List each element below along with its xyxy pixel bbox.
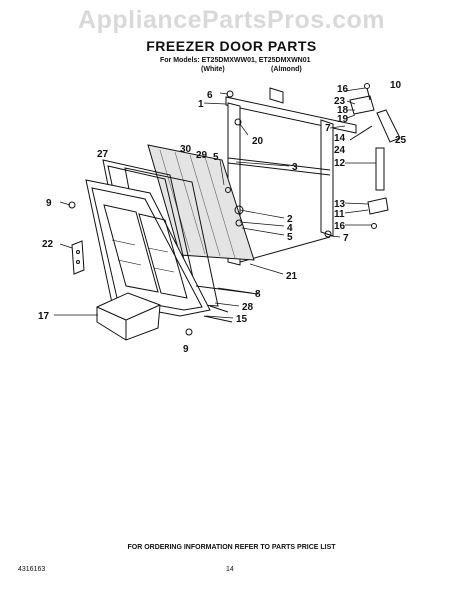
hinge-block [349,95,375,115]
callout-label: 9 [46,198,52,209]
callout-labels: 1 2 3 4 5 5 6 7 7 8 9 9 10 11 12 13 14 1… [38,80,407,355]
callout-label: 20 [252,136,264,147]
callout-label: 3 [292,162,298,173]
callout-label: 24 [334,145,346,156]
callout-label: 7 [325,123,331,134]
models-line: For Models: ET25DMXWW01, ET25DMXWN01 [160,57,311,64]
color-label-white: (White) [201,66,225,73]
callout-label: 16 [337,84,349,95]
callout-label: 27 [97,149,109,160]
callout-label: 15 [236,314,248,325]
page-number: 14 [226,566,234,573]
plug-button [234,118,242,126]
door-stop [71,240,85,275]
callout-label: 7 [343,233,349,244]
callout-label: 6 [207,90,213,101]
callout-label: 17 [38,311,50,322]
callout-label: 12 [334,158,346,169]
callout-label: 2 [287,214,293,225]
handle-end-cap [376,109,401,143]
callout-label: 9 [183,344,189,355]
callout-label: 16 [334,221,346,232]
door-handle-rail [320,119,334,237]
callout-label: 11 [334,209,345,220]
callout-label: 30 [180,144,192,155]
callout-label: 28 [242,302,254,313]
watermark: AppliancePartsPros.com [78,6,385,34]
callout-label: 5 [213,152,219,163]
callout-label: 1 [198,99,204,110]
screw-bottom [185,328,193,336]
door-handle [375,147,385,191]
callout-label: 22 [42,239,54,250]
callout-label: 23 [334,96,346,107]
callout-label: 8 [255,289,261,300]
document-part-number: 4316163 [18,566,46,573]
lower-hinge [367,197,389,215]
hinge-screw [324,230,332,238]
callout-label: 29 [196,150,208,161]
ordering-note: FOR ORDERING INFORMATION REFER TO PARTS … [127,544,336,551]
callout-label: 14 [334,133,346,144]
callout-label: 5 [287,232,293,243]
door-bin [96,292,161,341]
color-label-almond: (Almond) [271,66,302,73]
door-insulation [147,144,255,261]
page-title: FREEZER DOOR PARTS [146,38,317,54]
callout-label: 10 [390,80,402,91]
callout-label: 18 [337,105,349,116]
hinge-cover [269,87,284,104]
callout-label: 25 [395,135,407,146]
callout-label: 19 [337,114,349,125]
callout-label: 4 [287,223,293,234]
callout-label: 21 [286,271,298,282]
callout-label: 13 [334,199,346,210]
